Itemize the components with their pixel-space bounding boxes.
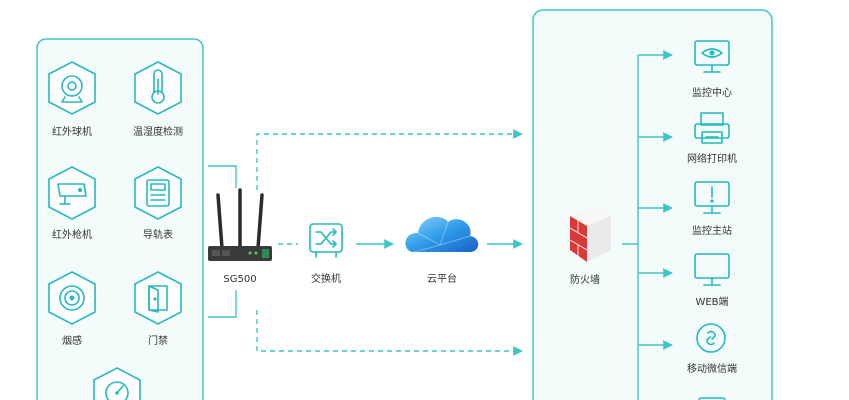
output-partial-icon	[698, 397, 726, 400]
firewall: 防火墙	[569, 206, 611, 286]
sensor-label: 烟感	[62, 334, 82, 347]
switch-label: 交换机	[311, 272, 341, 285]
sensor-label: 温湿度检测	[133, 125, 183, 138]
sensor-label: 导轨表	[143, 228, 173, 241]
gateway-router	[208, 188, 272, 261]
monitor-eye-icon	[694, 40, 730, 73]
output-web-client: WEB端	[694, 253, 730, 308]
sensor-label: 红外球机	[52, 125, 92, 138]
door-access-icon	[148, 285, 168, 313]
sensor-smoke-detector: 烟感	[48, 271, 96, 347]
dashed-route-top	[256, 129, 523, 190]
switch-icon	[309, 223, 343, 258]
meter-icon	[146, 179, 170, 207]
connector-bracket-top	[208, 165, 237, 188]
output-network-printer: 网络打印机	[687, 112, 737, 165]
bullet-camera-icon	[57, 183, 87, 205]
dashed-route-bottom	[256, 310, 523, 356]
dome-camera-icon	[61, 75, 83, 103]
sensor-label: 红外枪机	[52, 228, 92, 241]
cloud-label: 云平台	[427, 272, 457, 285]
sensor-meter: 导轨表	[134, 166, 182, 241]
output-label: 监控主站	[692, 224, 732, 237]
output-label: 监控中心	[692, 86, 732, 99]
output-monitoring-center: 监控中心	[692, 40, 732, 99]
output-label: 网络打印机	[687, 152, 737, 165]
output-label: 移动微信端	[687, 362, 737, 375]
firewall-label: 防火墙	[570, 273, 600, 286]
sensor-gauge-partial	[93, 367, 141, 400]
gateway-label: SG500	[223, 274, 256, 285]
gauge-icon	[105, 381, 129, 400]
output-wechat-mobile: 移动微信端	[687, 323, 737, 375]
smoke-detector-icon	[59, 285, 85, 311]
printer-icon	[694, 112, 730, 144]
sensor-bullet-camera: 红外枪机	[48, 166, 96, 241]
connector-bracket-bottom	[208, 290, 237, 318]
cloud-platform: 云平台	[405, 216, 479, 285]
distribution-line	[622, 55, 639, 400]
sensor-door-access: 门禁	[134, 271, 182, 347]
switch-device: 交换机	[309, 223, 343, 285]
sensor-thermometer: 温湿度检测	[133, 61, 183, 138]
firewall-icon	[569, 206, 611, 262]
sensor-dome-camera: 红外球机	[48, 61, 96, 138]
cloud-icon	[405, 216, 479, 253]
output-panel	[532, 9, 773, 400]
thermometer-icon	[151, 69, 165, 104]
wechat-link-icon	[696, 323, 726, 353]
output-monitoring-station: 监控主站	[692, 181, 732, 237]
monitor-alert-icon	[694, 181, 730, 214]
monitor-icon	[694, 253, 730, 286]
sensor-label: 门禁	[148, 334, 168, 347]
output-label: WEB端	[695, 295, 728, 308]
